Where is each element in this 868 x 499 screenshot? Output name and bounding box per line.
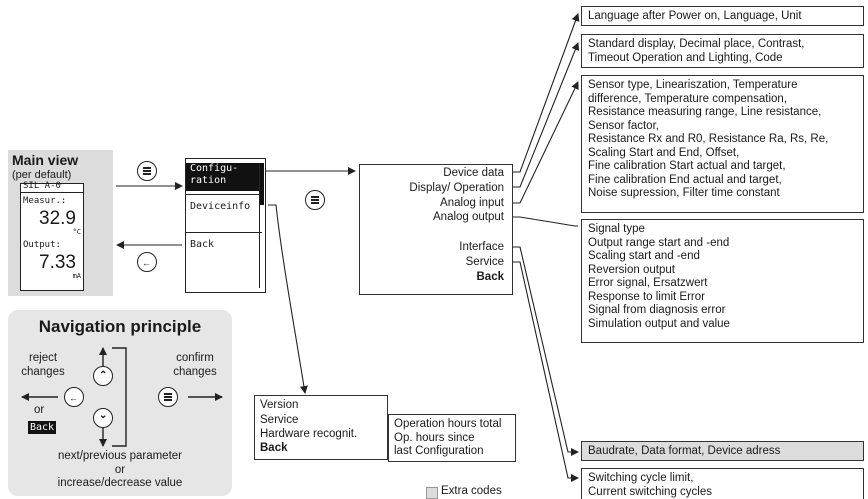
nav-down-key-icon[interactable]: ⌄	[93, 408, 113, 428]
deviceinfo-item-version[interactable]: Version	[260, 399, 299, 411]
menu-item-deviceinfo[interactable]: Deviceinfo	[190, 201, 251, 212]
main-view-lcd: SIL A-0 Measur.: 32.9 °C Output: 7.33 mA	[20, 181, 84, 291]
detail-interface: Baudrate, Data format, Device adress	[581, 441, 864, 461]
config-item-analog-input[interactable]: Analog input	[440, 197, 504, 209]
menu-item-configuration[interactable]: Configu- ration	[186, 163, 262, 191]
navigation-title: Navigation principle	[38, 317, 202, 336]
config-item-interface[interactable]: Interface	[459, 241, 504, 253]
detail-device-data: Language after Power on, Language, Unit	[581, 6, 864, 26]
back-key-icon[interactable]: ←	[137, 252, 157, 272]
lcd-status-line: SIL A-0	[23, 181, 61, 191]
config-item-service[interactable]: Service	[465, 256, 504, 268]
conn-analog-output	[512, 216, 578, 227]
legend-extra-codes-swatch	[426, 487, 438, 499]
nav-bottom-label: next/previous parameter or increase/decr…	[57, 450, 183, 489]
config-menu-box: Device data Display/ Operation Analog in…	[359, 164, 513, 295]
main-view-subtitle: (per default)	[12, 169, 72, 181]
conn-display	[512, 42, 580, 188]
nav-back-key-icon[interactable]: ←	[64, 387, 84, 407]
menu-screen: Configu- ration Deviceinfo Back	[185, 158, 266, 293]
config-item-device-data[interactable]: Device data	[443, 167, 504, 179]
detail-analog-output: Signal type Output range start and -end …	[581, 219, 864, 343]
deviceinfo-item-back[interactable]: Back	[260, 442, 288, 454]
nav-back-key: Back	[28, 421, 57, 434]
config-item-display[interactable]: Display/ Operation	[409, 182, 504, 194]
lcd-output-value: 7.33	[39, 252, 76, 273]
menu-item-configuration-line2: ration	[190, 175, 227, 186]
config-item-back[interactable]: Back	[476, 271, 505, 283]
conn-device-data	[512, 13, 580, 173]
detail-service: Switching cycle limit, Current switching…	[581, 468, 864, 499]
conn-analog-input	[512, 81, 579, 204]
legend-extra-codes-label: Extra codes	[441, 485, 502, 497]
main-view-panel: Main view (per default) SIL A-0 Measur.:…	[8, 150, 113, 296]
menu-key-icon-config[interactable]	[305, 190, 325, 210]
menu-item-back[interactable]: Back	[190, 239, 215, 250]
navigation-panel: Navigation principle reject changes conf…	[8, 310, 232, 496]
conn-interface	[512, 246, 579, 456]
nav-or-label: or	[34, 404, 45, 416]
lcd-measur-label: Measur.:	[23, 196, 67, 206]
nav-confirm-label: confirm changes	[173, 352, 217, 378]
nav-arrows	[21, 347, 223, 447]
detail-analog-input: Sensor type, Lineariszation, Temperature…	[581, 75, 864, 213]
lcd-measur-value: 32.9	[39, 208, 76, 229]
deviceinfo-box: Version Service Hardware recognit. Back	[254, 395, 388, 460]
detail-display: Standard display, Decimal place, Contras…	[581, 34, 864, 68]
nav-up-key-icon[interactable]: ⌃	[93, 366, 113, 386]
conn-service	[512, 261, 579, 482]
main-view-title: Main view	[12, 152, 79, 168]
menu-item-configuration-line1: Configu-	[190, 163, 239, 174]
service-hours-box: Operation hours total Op. hours since la…	[388, 414, 516, 462]
config-item-analog-output[interactable]: Analog output	[433, 211, 504, 223]
menu-key-icon[interactable]	[137, 161, 157, 181]
lcd-output-label: Output:	[23, 240, 61, 250]
nav-enter-key-icon[interactable]	[158, 387, 178, 407]
deviceinfo-item-service[interactable]: Service	[260, 414, 299, 426]
lcd-measur-unit: °C	[72, 228, 81, 236]
nav-reject-label: reject changes	[21, 352, 65, 378]
deviceinfo-item-hardware[interactable]: Hardware recognit.	[260, 428, 358, 440]
arrow-menu-to-deviceinfo	[268, 204, 308, 394]
lcd-output-unit: mA	[72, 272, 81, 280]
menu-scrollbar[interactable]	[259, 163, 263, 288]
